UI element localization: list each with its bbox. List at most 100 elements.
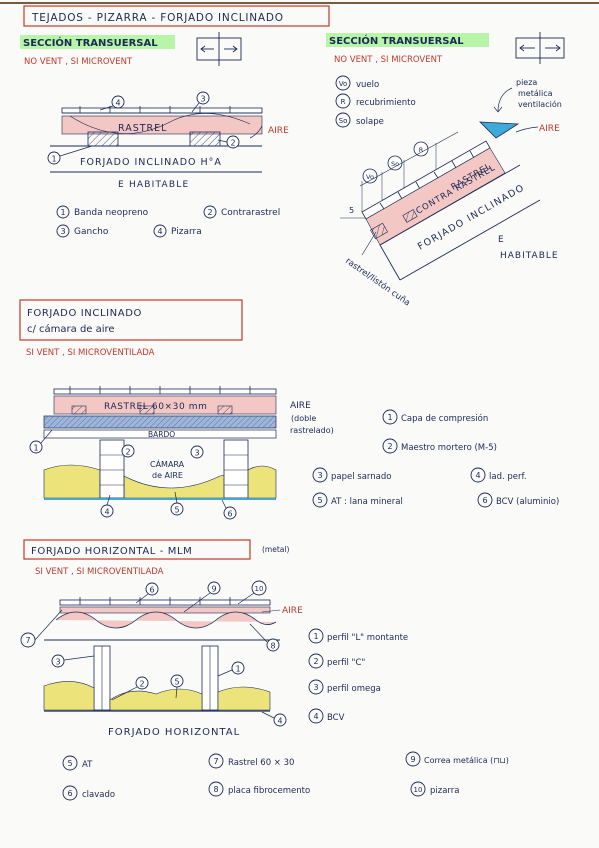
s4-slate-ticks: [79, 597, 231, 605]
s4-subtitle: SI VENT , SI MICROVENTILADA: [35, 567, 164, 577]
s3-title-box: [19, 299, 243, 341]
svg-text:3: 3: [317, 471, 322, 480]
svg-text:AT: AT: [82, 760, 93, 770]
s2-e-label: E: [498, 235, 504, 245]
s3-bardo: [43, 429, 277, 439]
s3-insulation-right: [123, 465, 277, 499]
svg-text:5: 5: [174, 506, 179, 515]
metal-vent-piece: [478, 121, 520, 139]
svg-text:4: 4: [115, 99, 120, 108]
s1-marker-3: 3: [191, 91, 210, 113]
svg-text:placa fibrocemento: placa fibrocemento: [228, 786, 310, 796]
svg-text:Correa metálica (⊓⊔): Correa metálica (⊓⊔): [424, 756, 509, 765]
svg-text:3: 3: [313, 683, 318, 692]
s2-piece-label: pieza metálica ventilación: [516, 78, 562, 109]
s1-marker-4: 4: [99, 95, 125, 111]
s1-subtitle: NO VENT , SI MICROVENT: [24, 57, 133, 67]
s2-title: SECCIÓN TRANSUERSAL: [329, 34, 464, 47]
svg-text:Vo: Vo: [366, 173, 374, 181]
rastrel-curve: [69, 113, 251, 134]
s4-title: FORJADO HORIZONTAL - MLM: [31, 546, 192, 557]
s2-five-label: 5: [349, 206, 354, 215]
s1-legend-4: Pizarra: [171, 227, 202, 237]
s3-block-3: [217, 405, 233, 415]
s4-insulation-1: [43, 681, 95, 711]
s2-legend-recubrimiento: recubrimiento: [356, 98, 416, 108]
s1-aire-leader: [249, 125, 263, 139]
slate-layer: [61, 107, 263, 114]
s4-slate-layer: [59, 599, 271, 606]
s3-title-line-2: c/ cámara de aire: [27, 323, 115, 335]
contrarastrel-left: [87, 131, 119, 147]
svg-text:4: 4: [277, 717, 282, 726]
svg-text:Vo: Vo: [339, 80, 348, 88]
svg-text:9: 9: [410, 755, 415, 764]
svg-text:10: 10: [255, 585, 264, 593]
s3-bardo-label: BARDO: [148, 430, 175, 439]
s2-aire-label: AIRE: [539, 124, 560, 134]
svg-text:R: R: [341, 98, 346, 106]
page-title-box: TEJADOS - PIZARRA - FORJADO INCLINADO: [23, 5, 330, 27]
svg-text:10: 10: [414, 786, 423, 794]
s4-legend-bottom: 5 AT 7 Rastrel 60 × 30 9 Correa metálica…: [62, 751, 509, 801]
s1-legend: 1 Banda neopreno 2 Contrarastrel 3 Ganch…: [56, 205, 280, 238]
s1-marker-2: 2: [217, 135, 240, 149]
s1-habitable-label: E HABITABLE: [118, 180, 189, 190]
s4-markers: 6 9 10 7 8 3 1 2 5 4: [20, 580, 287, 727]
svg-text:perfil "C": perfil "C": [327, 658, 365, 668]
svg-text:6: 6: [67, 789, 72, 798]
svg-text:papel sarnado: papel sarnado: [331, 472, 391, 482]
s2-legend: Vo vuelo R recubrimiento So solape: [335, 75, 416, 128]
svg-text:R: R: [419, 146, 424, 154]
svg-text:lad. perf.: lad. perf.: [489, 472, 527, 482]
inclined-forjado-end: [379, 244, 401, 281]
contrarastrel-right: [189, 131, 221, 147]
s1-title-highlight: [20, 35, 175, 49]
svg-text:3: 3: [194, 449, 199, 458]
s1-marker-1: 1: [47, 145, 93, 165]
s3-camara-2: de AIRE: [152, 471, 183, 480]
svg-text:3: 3: [55, 658, 60, 667]
svg-text:6: 6: [149, 586, 154, 595]
s3-slate-layer: [53, 388, 277, 395]
svg-text:2: 2: [387, 442, 392, 451]
svg-text:2: 2: [139, 680, 144, 689]
svg-text:9: 9: [211, 585, 216, 594]
svg-text:1: 1: [313, 632, 318, 641]
s3-aire-1: AIRE: [290, 401, 311, 411]
inclined-block-1: [402, 209, 418, 223]
s2-habitable-label: HABITABLE: [500, 251, 559, 261]
section-4: FORJADO HORIZONTAL - MLM (metal) SI VENT…: [20, 539, 509, 801]
s3-slate-ticks: [69, 386, 251, 394]
svg-text:8: 8: [270, 642, 275, 651]
page-title: TEJADOS - PIZARRA - FORJADO INCLINADO: [31, 12, 284, 24]
s3-brick-right: [223, 439, 249, 499]
svg-text:4: 4: [157, 227, 162, 236]
section-1: SECCIÓN TRANSUERSAL NO VENT , SI MICROVE…: [20, 32, 289, 238]
s3-brick-left: [99, 439, 125, 499]
s3-camara-1: CÁMARA: [150, 458, 185, 469]
inclined-wedge: [370, 222, 388, 240]
svg-text:7: 7: [25, 636, 30, 645]
s3-brick-joints: [100, 454, 248, 486]
s2-piece-arrowhead: [493, 106, 503, 113]
s4-aire-leader: [261, 609, 281, 613]
s1-title: SECCIÓN TRANSUERSAL: [23, 36, 158, 49]
svg-text:clavado: clavado: [82, 790, 115, 800]
s1-forjado-label: FORJADO INCLINADO H°A: [80, 157, 222, 168]
svg-text:1: 1: [235, 665, 240, 674]
svg-text:1: 1: [33, 444, 38, 453]
s3-board-hatch: [44, 416, 276, 428]
svg-text:6: 6: [227, 510, 232, 519]
s2-cuna-leader: [361, 231, 377, 256]
s1-aire-label: AIRE: [268, 126, 289, 136]
svg-text:pizarra: pizarra: [430, 786, 459, 796]
svg-text:4: 4: [313, 712, 318, 721]
svg-text:Maestro mortero (M-5): Maestro mortero (M-5): [401, 443, 497, 453]
svg-text:2: 2: [313, 657, 318, 666]
s3-legend: 1 Capa de compresión 2 Maestro mortero (…: [312, 409, 559, 508]
s4-legend-right: 1 perfil "L" montante 2 perfil "C" 3 per…: [308, 628, 408, 724]
s3-rastrel-label: RASTREL 60×30 mm: [104, 402, 208, 412]
section-3: FORJADO INCLINADO c/ cámara de aire SI V…: [19, 299, 559, 520]
